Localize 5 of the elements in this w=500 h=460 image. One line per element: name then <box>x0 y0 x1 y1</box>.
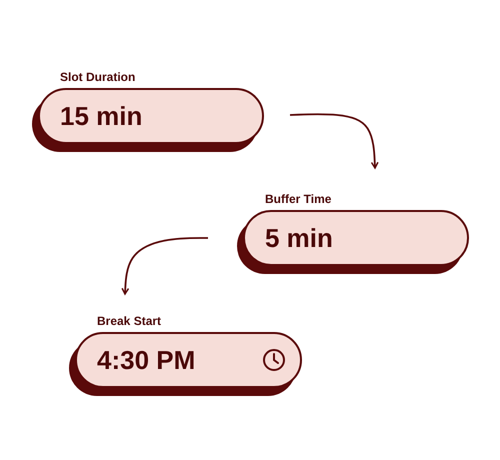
field-label: Break Start <box>97 314 162 328</box>
curved-arrow <box>290 113 379 169</box>
field-label: Slot Duration <box>60 70 136 84</box>
field-label: Buffer Time <box>265 192 332 206</box>
curved-arrow <box>121 237 208 295</box>
